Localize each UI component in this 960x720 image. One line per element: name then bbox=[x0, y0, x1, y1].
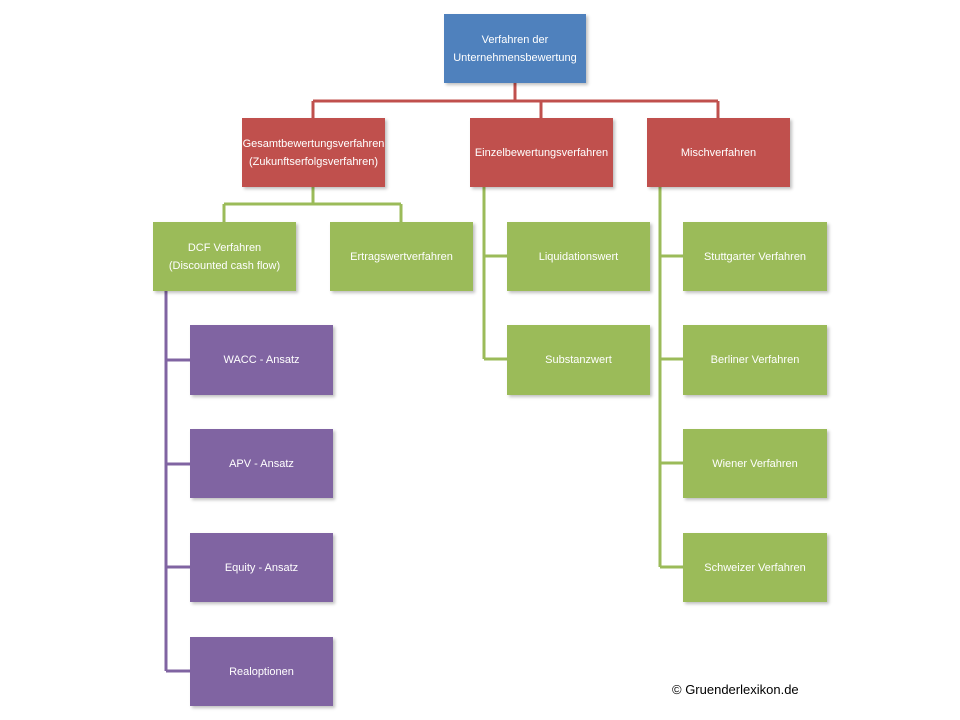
copyright-notice: © Gruenderlexikon.de bbox=[672, 682, 799, 697]
berliner-node: Berliner Verfahren bbox=[683, 325, 827, 395]
root-connectors bbox=[311, 83, 720, 118]
mischverfahren-node: Mischverfahren bbox=[647, 118, 790, 187]
stuttgarter-node: Stuttgarter Verfahren bbox=[683, 222, 827, 291]
gesamt-connectors bbox=[222, 187, 403, 222]
ertragswert-node: Ertragswertverfahren bbox=[330, 222, 473, 291]
apv-node: APV - Ansatz bbox=[190, 429, 333, 498]
ertragswert-label: Ertragswertverfahren bbox=[350, 250, 453, 263]
gesamtbewertung-label: Gesamtbewertungsverfahren (Zukunftserfol… bbox=[242, 137, 385, 168]
dcf-connectors bbox=[164, 291, 190, 673]
schweizer-label: Schweizer Verfahren bbox=[704, 561, 806, 574]
substanzwert-label: Substanzwert bbox=[545, 354, 612, 366]
einzel-connectors bbox=[482, 187, 507, 361]
schweizer-node: Schweizer Verfahren bbox=[683, 533, 827, 602]
liquidationswert-node: Liquidationswert bbox=[507, 222, 650, 291]
wiener-node: Wiener Verfahren bbox=[683, 429, 827, 498]
substanzwert-node: Substanzwert bbox=[507, 325, 650, 395]
root-node: Verfahren der Unternehmensbewertung bbox=[444, 14, 586, 83]
stuttgarter-label: Stuttgarter Verfahren bbox=[703, 250, 807, 263]
einzelbewertung-node: Einzelbewertungsverfahren bbox=[470, 118, 613, 187]
misch-connectors bbox=[658, 187, 683, 569]
root-node-label: Verfahren der Unternehmensbewertung bbox=[453, 33, 577, 64]
wacc-node: WACC - Ansatz bbox=[190, 325, 333, 395]
dcf-label: DCF Verfahren (Discounted cash flow) bbox=[168, 241, 281, 272]
realoptionen-label: Realoptionen bbox=[229, 665, 294, 678]
equity-node: Equity - Ansatz bbox=[190, 533, 333, 602]
liquidationswert-label: Liquidationswert bbox=[538, 250, 619, 263]
einzelbewertung-label: Einzelbewertungsverfahren bbox=[474, 146, 609, 159]
mischverfahren-label: Mischverfahren bbox=[680, 146, 757, 159]
apv-label: APV - Ansatz bbox=[229, 457, 294, 470]
wiener-label: Wiener Verfahren bbox=[712, 457, 798, 470]
dcf-node: DCF Verfahren (Discounted cash flow) bbox=[153, 222, 296, 291]
berliner-label: Berliner Verfahren bbox=[710, 354, 800, 366]
wacc-label: WACC - Ansatz bbox=[223, 354, 300, 366]
realoptionen-node: Realoptionen bbox=[190, 637, 333, 706]
gesamtbewertung-node: Gesamtbewertungsverfahren (Zukunftserfol… bbox=[242, 118, 385, 187]
equity-label: Equity - Ansatz bbox=[224, 561, 299, 574]
